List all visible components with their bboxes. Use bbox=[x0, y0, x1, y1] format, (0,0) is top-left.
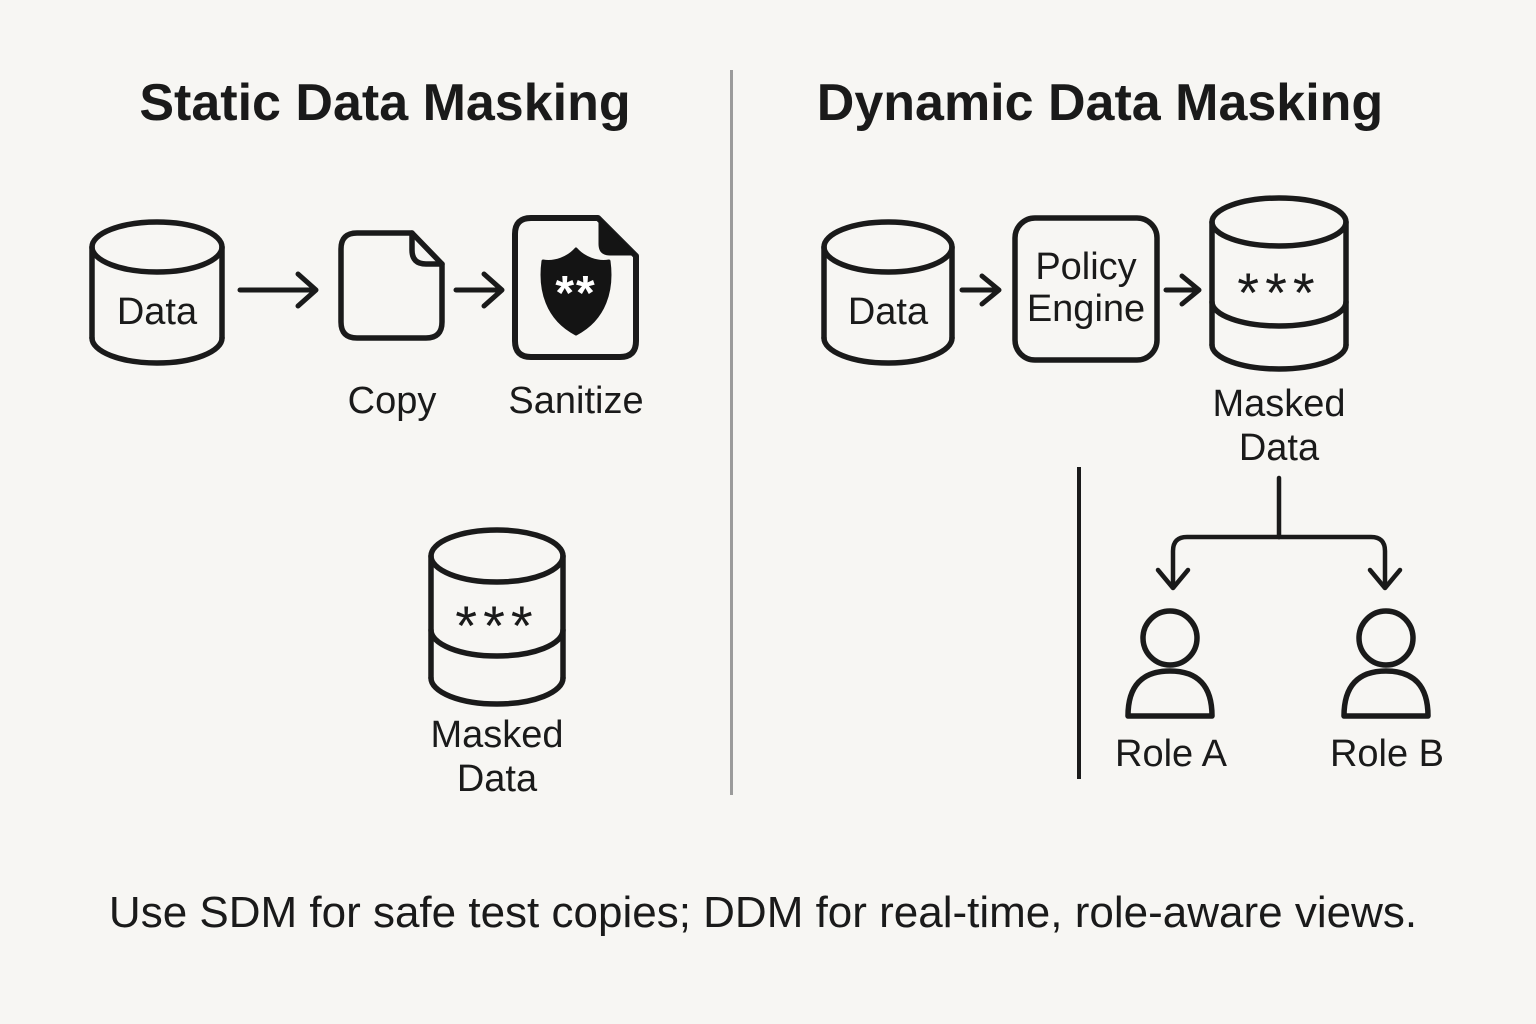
document-copy-icon bbox=[338, 230, 445, 341]
masked-data-label-line2: Data bbox=[1239, 427, 1320, 469]
shield-icon bbox=[540, 247, 612, 336]
policy-engine-label-line1: Policy bbox=[1035, 246, 1136, 288]
arrow-right-icon bbox=[959, 273, 1002, 307]
arrow-down-icon bbox=[1367, 567, 1403, 591]
folded-corner bbox=[598, 218, 636, 256]
dynamic-panel-title: Dynamic Data Masking bbox=[817, 74, 1383, 132]
user-icon-role-b bbox=[1341, 608, 1431, 719]
static-panel-title: Static Data Masking bbox=[139, 74, 630, 132]
branch-connector bbox=[1155, 475, 1403, 591]
masked-data-label-line1: Masked bbox=[430, 714, 563, 756]
arrow-right-icon bbox=[237, 271, 319, 309]
masked-database-icon: *** bbox=[428, 527, 566, 707]
static-panel: Static Data Masking Data Copy bbox=[89, 74, 644, 800]
copy-label: Copy bbox=[348, 380, 437, 422]
masked-data-label-line2: Data bbox=[457, 758, 538, 800]
sanitize-label: Sanitize bbox=[508, 380, 643, 422]
masked-data-mask-text: *** bbox=[1237, 261, 1320, 324]
policy-engine-box bbox=[1012, 215, 1160, 363]
source-data-label: Data bbox=[117, 291, 198, 333]
caption: Use SDM for safe test copies; DDM for re… bbox=[109, 888, 1417, 937]
masked-data-mask-text: *** bbox=[455, 594, 538, 657]
masked-data-label-line1: Masked bbox=[1212, 383, 1345, 425]
role-a-label: Role A bbox=[1115, 733, 1228, 775]
arrow-down-icon bbox=[1155, 567, 1191, 591]
database-icon bbox=[89, 219, 225, 366]
user-icon-role-a bbox=[1125, 608, 1215, 719]
source-data-label: Data bbox=[848, 291, 929, 333]
masked-database-icon: *** bbox=[1209, 195, 1349, 372]
shield-mask-text: ** bbox=[555, 267, 596, 320]
role-b-label: Role B bbox=[1330, 733, 1444, 775]
database-icon bbox=[821, 219, 955, 366]
arrow-right-icon bbox=[453, 271, 505, 309]
policy-engine-label-line2: Engine bbox=[1027, 288, 1145, 330]
dynamic-panel: Dynamic Data Masking Data Policy Engine bbox=[817, 74, 1444, 779]
document-shield-icon: ** bbox=[512, 215, 639, 360]
arrow-right-icon bbox=[1163, 273, 1202, 307]
